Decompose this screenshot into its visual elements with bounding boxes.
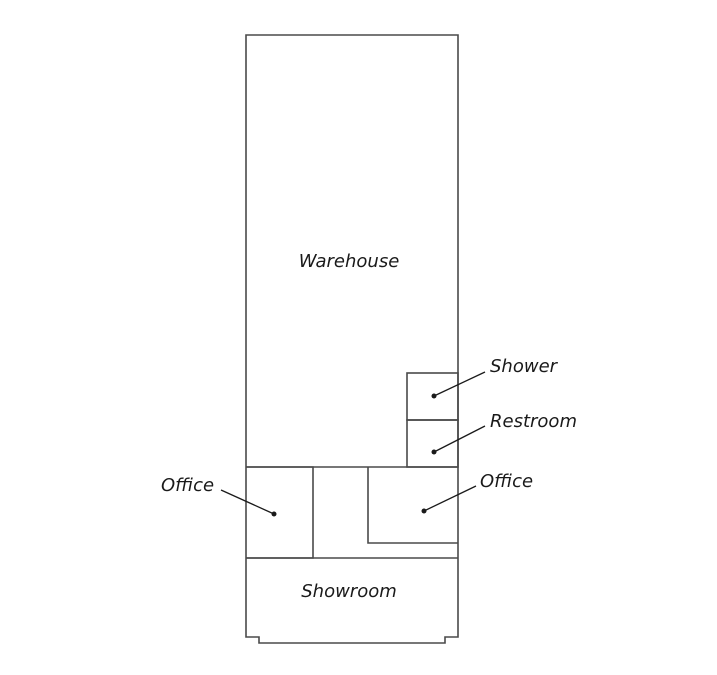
building-outline (245, 34, 459, 644)
shower-leader-line (433, 371, 486, 397)
restroom-label: Restroom (490, 411, 577, 432)
shower-label: Shower (490, 356, 559, 377)
restroom-marker-dot (431, 449, 437, 455)
office-left-label: Office (161, 475, 214, 496)
office-right-label: Office (480, 471, 533, 492)
office-left-leader-line (220, 489, 275, 515)
warehouse-label: Warehouse (299, 251, 400, 272)
restroom-room (406, 419, 459, 468)
office-right-room (367, 467, 458, 544)
office-left-room (246, 466, 314, 559)
shower-marker-dot (431, 393, 437, 399)
office-left-marker-dot (271, 511, 277, 517)
showroom-label: Showroom (301, 581, 397, 602)
restroom-leader-line (433, 425, 486, 453)
office-right-leader-line (423, 485, 477, 512)
office-right-marker-dot (421, 508, 427, 514)
